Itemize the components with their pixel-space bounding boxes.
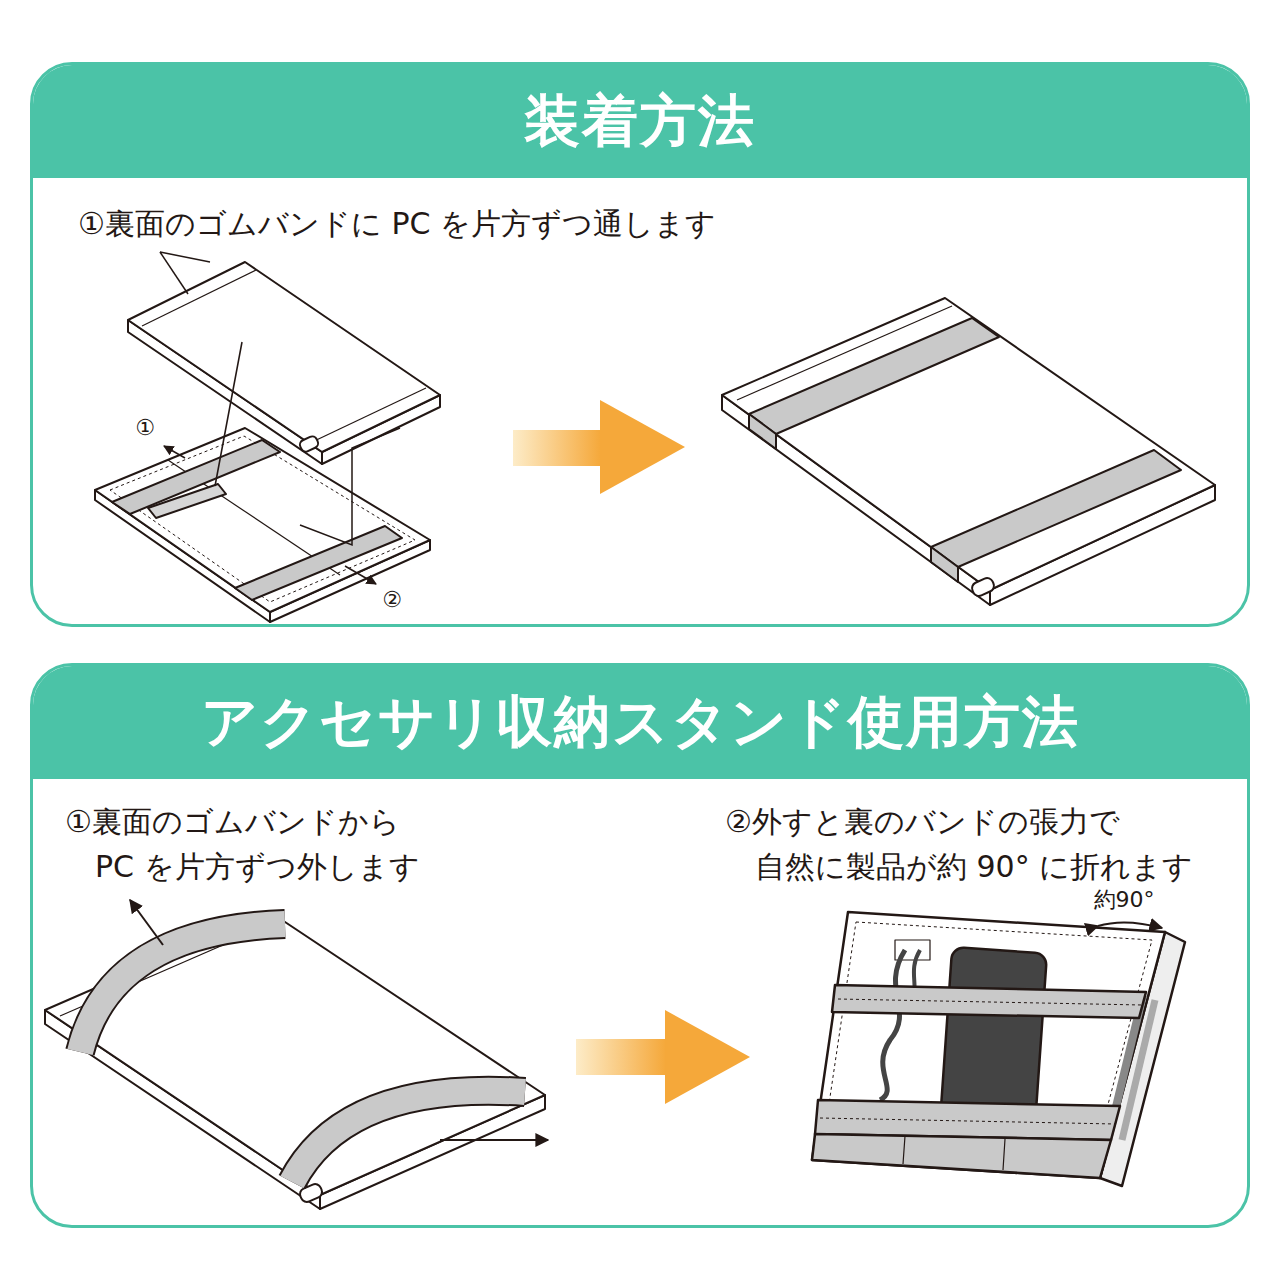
panel-heading: アクセサリ収納スタンド使用方法 bbox=[201, 685, 1080, 761]
header-band: 装着方法 bbox=[33, 65, 1247, 178]
accessory-stand-part bbox=[812, 1134, 1111, 1178]
elastic-band-part bbox=[292, 1091, 525, 1182]
laptop-exploded-part bbox=[308, 388, 426, 444]
orange-arrow-part bbox=[576, 1039, 666, 1075]
laptop-banded-part bbox=[722, 298, 1215, 590]
instruction-text: ②外すと裏のバンドの張力で 自然に製品が約 90° に折れます bbox=[725, 799, 1195, 889]
panel-heading: 装着方法 bbox=[524, 84, 756, 160]
pull-arrows-part bbox=[440, 1139, 548, 1141]
callout-number: ② bbox=[382, 588, 402, 612]
elastic-band-part bbox=[292, 1091, 525, 1182]
orange-arrow-part bbox=[600, 400, 685, 494]
leader-lines-part bbox=[345, 566, 376, 584]
orange-arrow bbox=[513, 400, 685, 494]
elastic-band bbox=[80, 924, 525, 1182]
leader-lines-part bbox=[215, 342, 242, 486]
laptop-exploded-part bbox=[128, 262, 440, 452]
text-slot: ②外すと裏のバンドの張力で 自然に製品が約 90° に折れます bbox=[725, 799, 1195, 889]
laptop-banded-part bbox=[931, 547, 958, 582]
angle-label: 約90° bbox=[1094, 888, 1155, 912]
accessory-stand bbox=[812, 912, 1185, 1186]
accessory-stand-part bbox=[820, 999, 1142, 1124]
instruction-text: ①裏面のゴムバンドに PC を片方ずつ通します bbox=[78, 201, 716, 246]
text-slot: ①裏面のゴムバンドに PC を片方ずつ通します bbox=[78, 201, 716, 246]
orange-arrow bbox=[576, 1010, 750, 1104]
instruction-text: ①裏面のゴムバンドから PC を片方ずつ外します bbox=[65, 799, 425, 889]
pull-arrows-part bbox=[130, 900, 163, 945]
laptop-banded-part bbox=[970, 576, 996, 598]
laptop-exploded-part bbox=[142, 270, 256, 326]
open-case-part bbox=[95, 428, 430, 612]
text-slot: ①裏面のゴムバンドから PC を片方ずつ外します bbox=[65, 799, 425, 889]
fold-angle-arrow-part bbox=[1098, 922, 1162, 928]
instruction-panel: 装着方法 ①裏面のゴムバンドに PC を片方ずつ通します bbox=[30, 62, 1250, 627]
pull-arrows bbox=[130, 900, 548, 1140]
callout-number: ① bbox=[135, 416, 155, 440]
accessory-stand-part bbox=[880, 950, 905, 1100]
leader-lines-part bbox=[164, 446, 185, 458]
instruction-panel: アクセサリ収納スタンド使用方法 ①裏面のゴムバンドから PC を片方ずつ外します ②… bbox=[30, 663, 1250, 1228]
laptop-unbanding bbox=[45, 912, 545, 1209]
fold-angle-arrow bbox=[1098, 922, 1162, 928]
leader-lines-part bbox=[160, 252, 210, 262]
orange-arrow-part bbox=[665, 1010, 750, 1104]
laptop-exploded-part bbox=[298, 435, 319, 453]
elastic-band-part bbox=[80, 924, 285, 1052]
elastic-band-part bbox=[80, 924, 285, 1052]
laptop-exploded bbox=[128, 262, 440, 464]
header-band: アクセサリ収納スタンド使用方法 bbox=[33, 666, 1247, 779]
open-case-part bbox=[148, 484, 226, 518]
orange-arrow-part bbox=[513, 430, 601, 466]
laptop-banded-part bbox=[931, 450, 1181, 567]
open-case-part bbox=[235, 526, 402, 600]
laptop-unbanding-part bbox=[45, 912, 545, 1195]
open-case-part bbox=[110, 436, 415, 602]
laptop-banded-part bbox=[749, 318, 999, 434]
leader-lines bbox=[160, 252, 400, 584]
leader-lines-part bbox=[300, 428, 400, 545]
accessory-stand-part bbox=[903, 1136, 1005, 1170]
accessory-stand-part bbox=[1122, 1000, 1155, 1140]
leader-lines-part bbox=[160, 252, 188, 294]
laptop-banded bbox=[722, 298, 1215, 605]
laptop-banded-part bbox=[749, 414, 776, 449]
open-case bbox=[95, 428, 430, 622]
accessory-stand-part bbox=[812, 912, 1165, 1178]
